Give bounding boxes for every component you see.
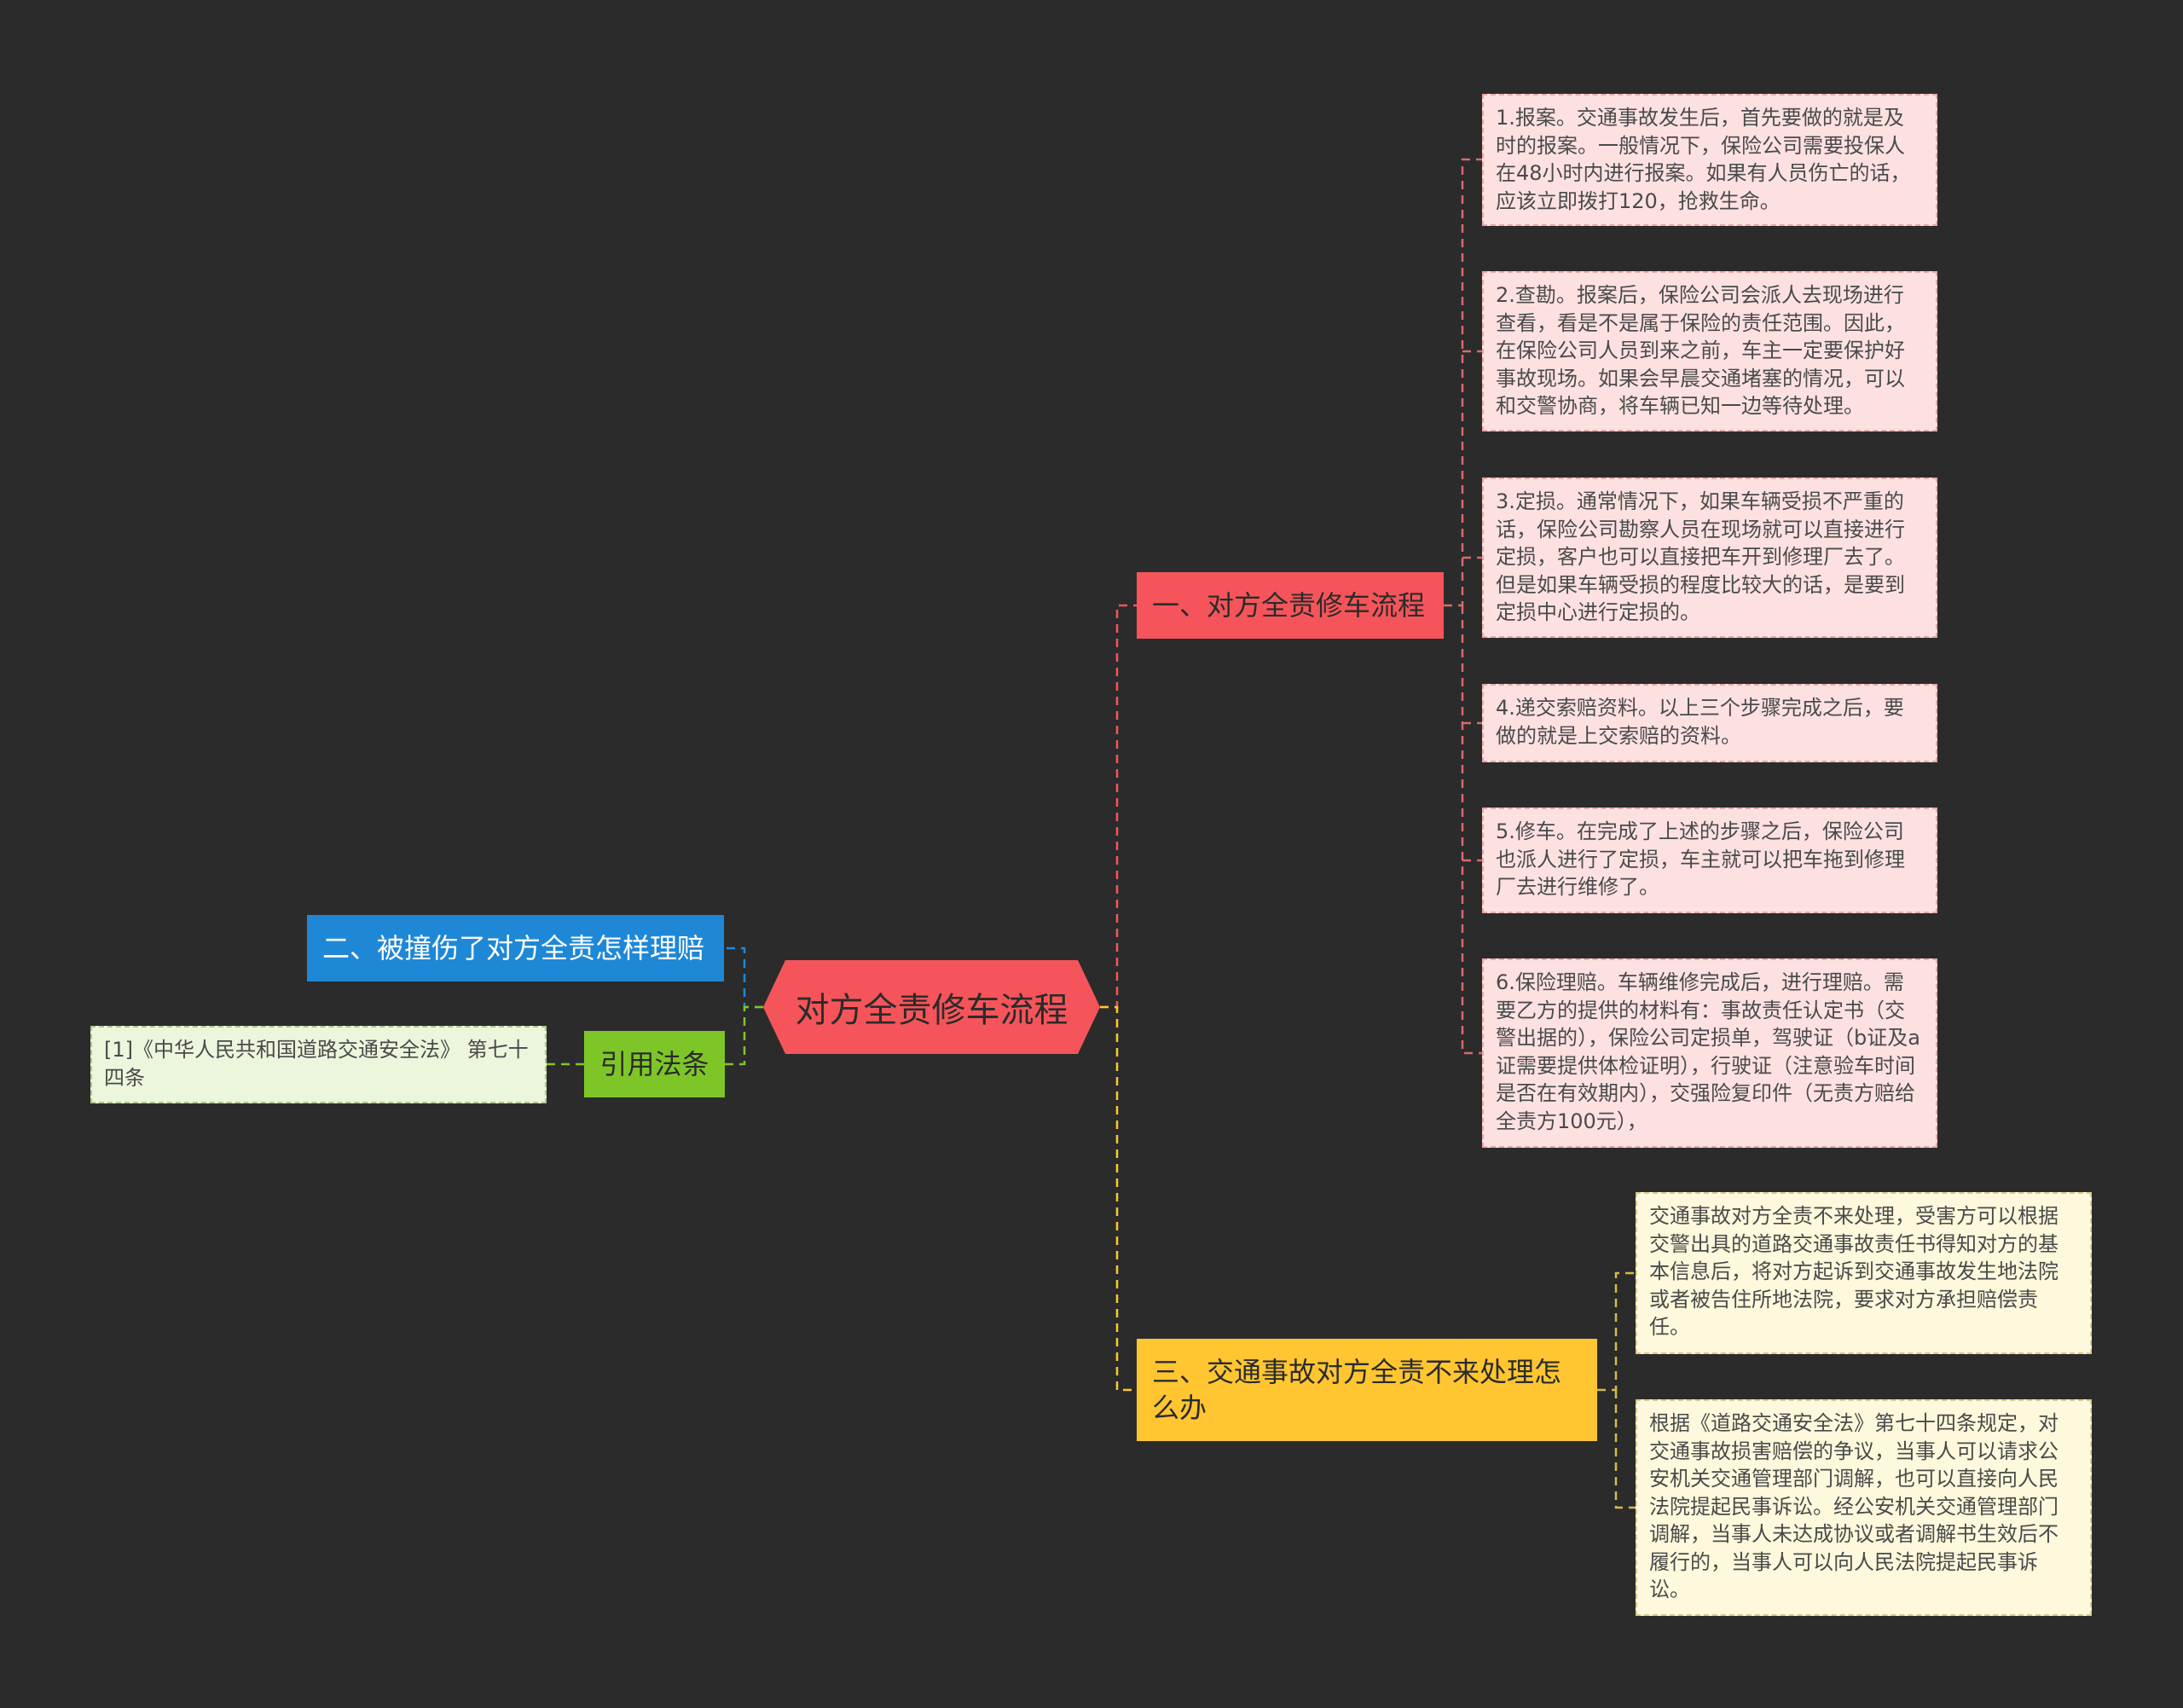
- no-show-lawsuit-note[interactable]: 交通事故对方全责不来处理，受害方可以根据交警出具的道路交通事故责任书得知对方的基…: [1636, 1192, 2092, 1354]
- branch-cited-law[interactable]: 引用法条: [584, 1031, 725, 1097]
- law-reference[interactable]: [1]《中华人民共和国道路交通安全法》 第七十四条: [90, 1026, 547, 1103]
- branch-no-show-handling[interactable]: 三、交通事故对方全责不来处理怎么办: [1137, 1339, 1597, 1441]
- step-report[interactable]: 1.报案。交通事故发生后，首先要做的就是及时的报案。一般情况下，保险公司需要投保…: [1482, 94, 1937, 226]
- step-repair[interactable]: 5.修车。在完成了上述的步骤之后，保险公司也派人进行了定损，车主就可以把车拖到修…: [1482, 808, 1937, 913]
- step-insurance-claim[interactable]: 6.保险理赔。车辆维修完成后，进行理赔。需要乙方的提供的材料有：事故责任认定书（…: [1482, 958, 1937, 1148]
- step-submit-claim[interactable]: 4.递交索赔资料。以上三个步骤完成之后，要做的就是上交索赔的资料。: [1482, 684, 1937, 762]
- branch-repair-process-label: 一、对方全责修车流程: [1152, 589, 1426, 622]
- step-loss-assessment[interactable]: 3.定损。通常情况下，如果车辆受损不严重的话，保险公司勘察人员在现场就可以直接进…: [1482, 478, 1937, 638]
- central-topic[interactable]: 对方全责修车流程: [763, 960, 1100, 1054]
- central-topic-label: 对方全责修车流程: [795, 991, 1068, 1030]
- law-article-74-note[interactable]: 根据《道路交通安全法》第七十四条规定，对交通事故损害赔偿的争议，当事人可以请求公…: [1636, 1399, 2092, 1616]
- step-survey[interactable]: 2.查勘。报案后，保险公司会派人去现场进行查看，看是不是属于保险的责任范围。因此…: [1482, 271, 1937, 431]
- branch-cited-law-label: 引用法条: [599, 1048, 709, 1080]
- branch-injury-claim[interactable]: 二、被撞伤了对方全责怎样理赔: [307, 915, 724, 981]
- branch-injury-claim-label: 二、被撞伤了对方全责怎样理赔: [322, 932, 705, 964]
- branch-repair-process[interactable]: 一、对方全责修车流程: [1137, 572, 1444, 639]
- branch-no-show-handling-label: 三、交通事故对方全责不来处理怎么办: [1152, 1356, 1562, 1424]
